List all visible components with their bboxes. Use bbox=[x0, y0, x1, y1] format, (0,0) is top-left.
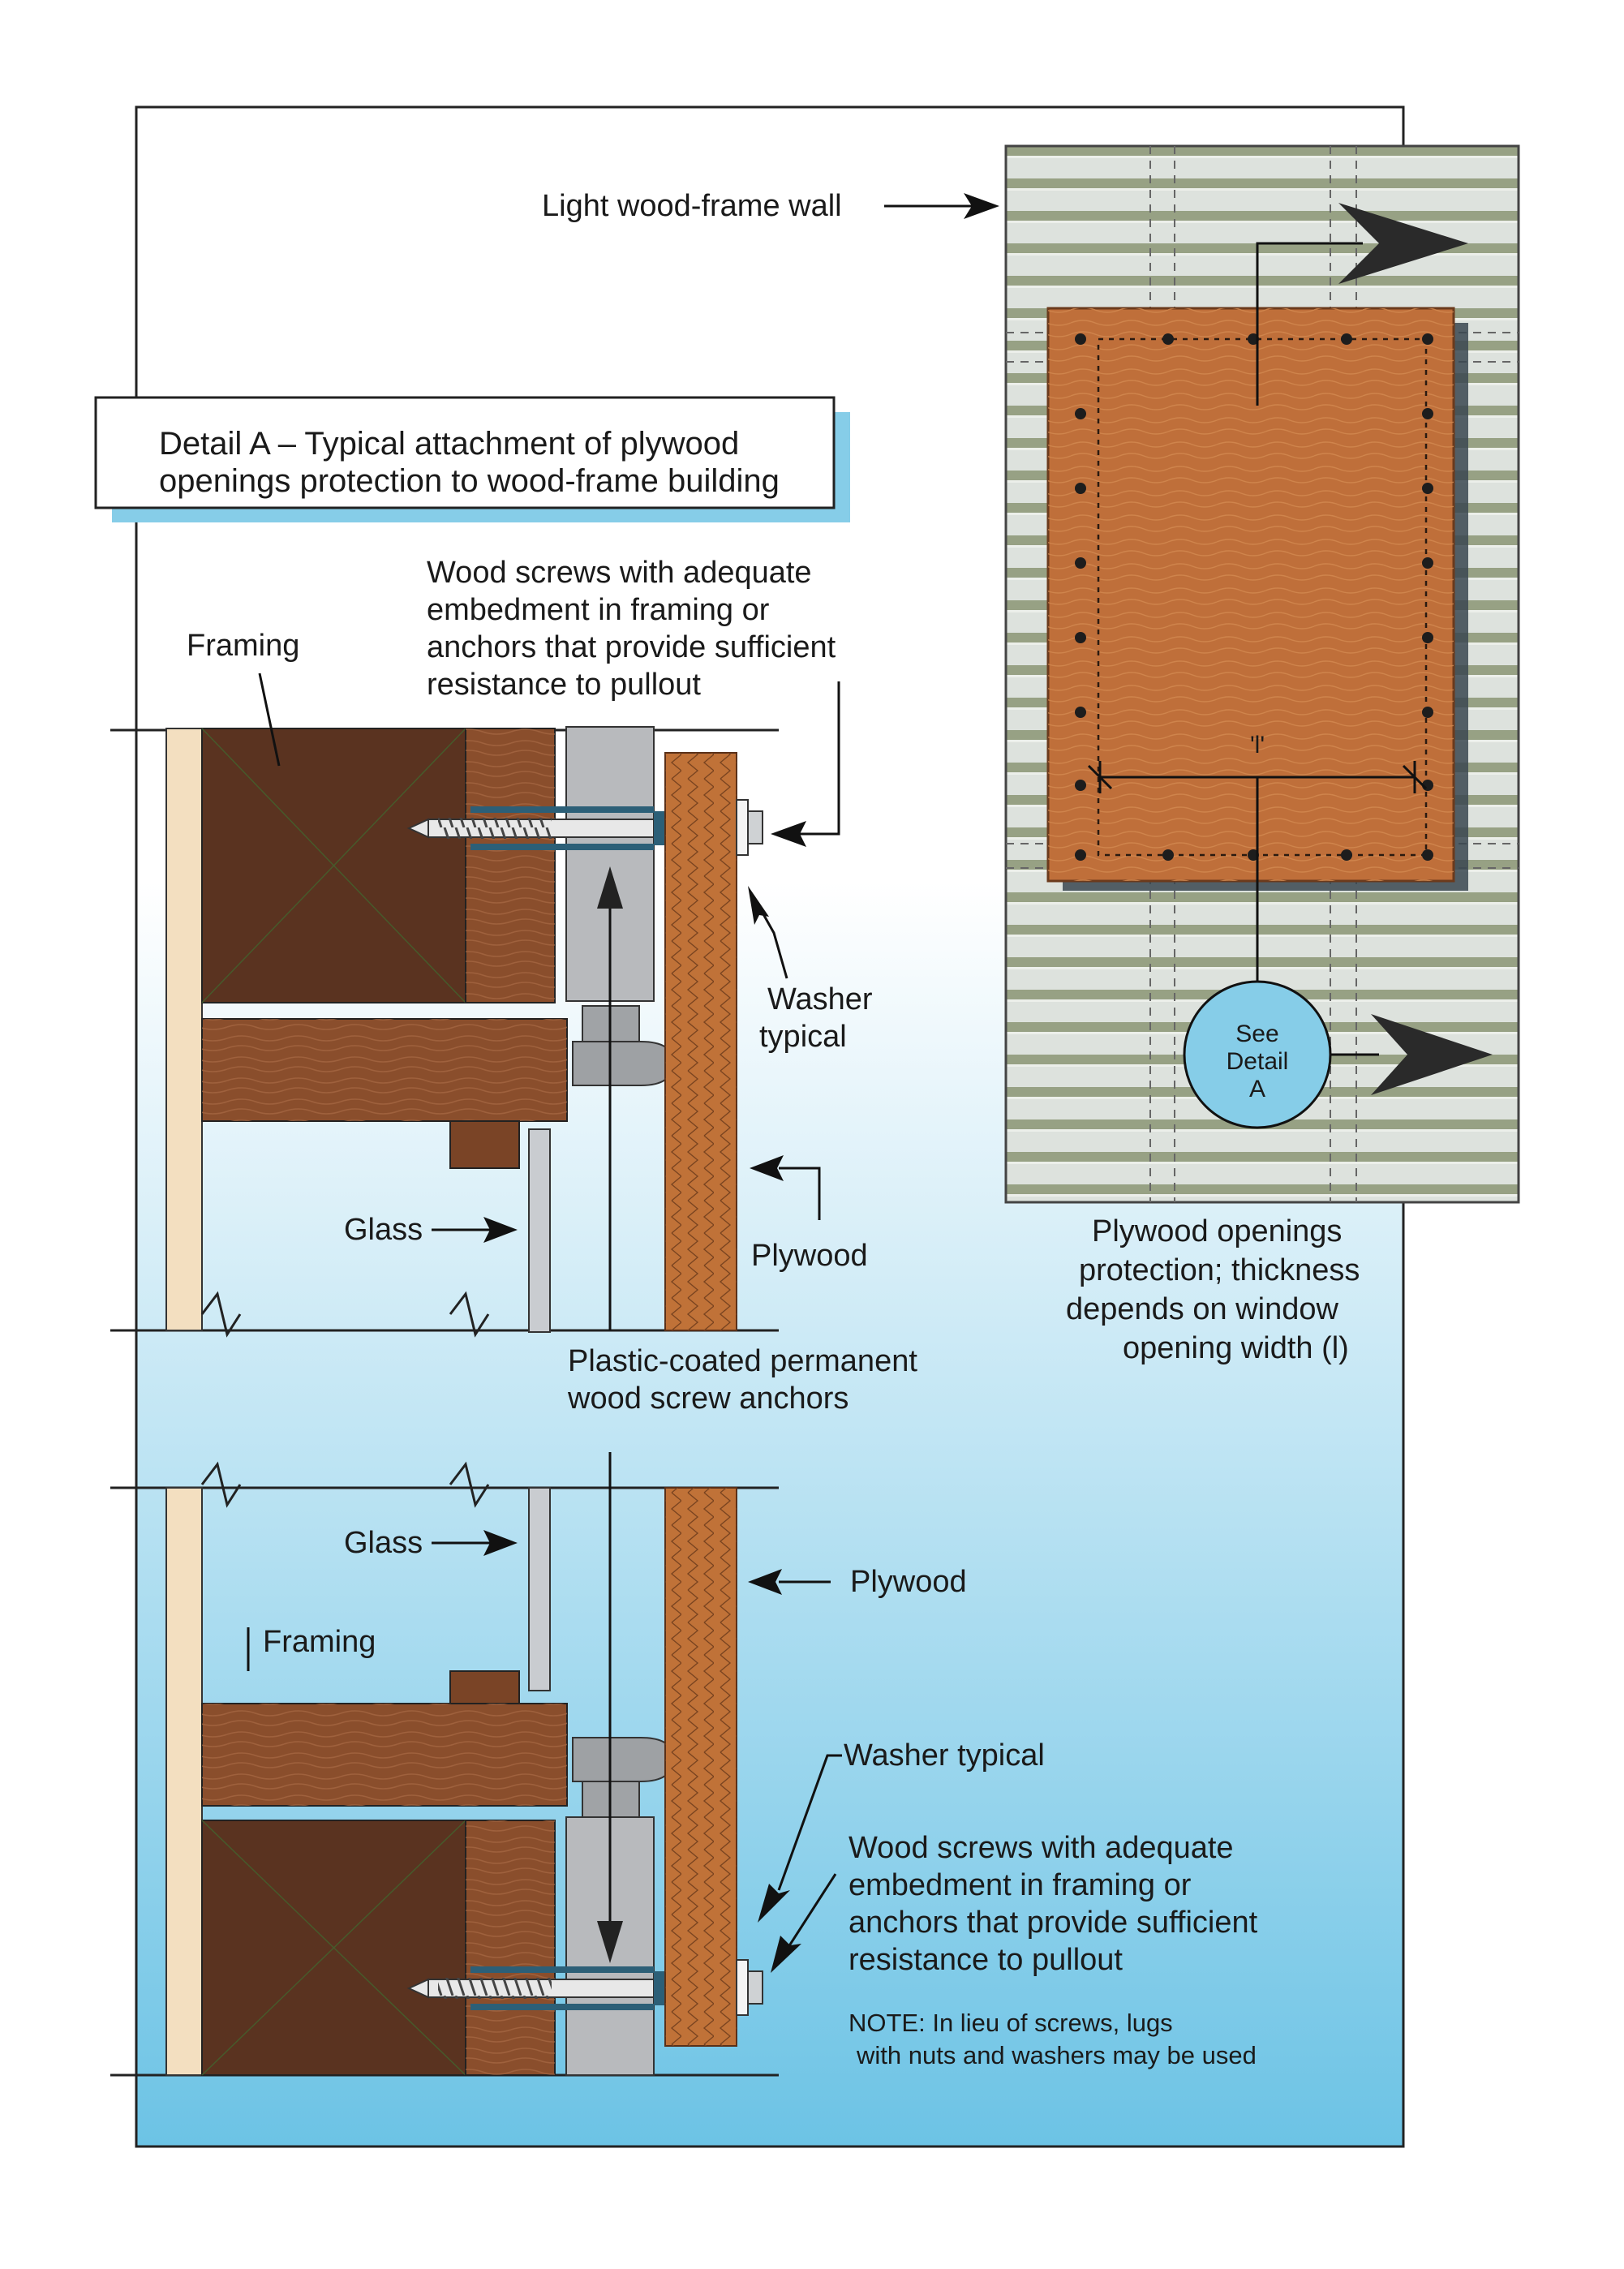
label-protection-4: opening width (l) bbox=[1123, 1331, 1349, 1365]
label-framing-bottom: Framing bbox=[263, 1625, 376, 1659]
detail-box bbox=[94, 396, 836, 509]
label-washer-bottom: Washer typical bbox=[844, 1738, 1045, 1773]
section-top bbox=[110, 726, 779, 1338]
detail-title-line1: Detail A – Typical attachment of plywood bbox=[159, 426, 739, 462]
label-protection-3: depends on window bbox=[1066, 1292, 1338, 1326]
label-screws-bottom-4: resistance to pullout bbox=[849, 1943, 1123, 1977]
label-plywood-bottom: Plywood bbox=[850, 1565, 967, 1599]
label-washer-top-1: Washer bbox=[767, 982, 873, 1016]
section-arrow-top bbox=[1338, 203, 1468, 284]
label-screws-bottom-1: Wood screws with adequate bbox=[849, 1831, 1234, 1865]
label-light-wall: Light wood-frame wall bbox=[542, 189, 842, 223]
detail-title-line2: openings protection to wood-frame buildi… bbox=[159, 463, 780, 499]
anchor-top bbox=[565, 726, 655, 1002]
label-anchors-2: wood screw anchors bbox=[567, 1382, 849, 1416]
label-plywood-top: Plywood bbox=[751, 1239, 868, 1273]
dimension-l-label: 'l' bbox=[1250, 732, 1265, 758]
label-anchors-1: Plastic-coated permanent bbox=[568, 1344, 917, 1378]
interior-wall-top bbox=[165, 728, 203, 1331]
label-protection-1: Plywood openings bbox=[1092, 1214, 1342, 1248]
label-screws-top-2: embedment in framing or bbox=[427, 593, 770, 627]
section-bottom bbox=[110, 1452, 779, 2077]
section-arrow-bottom bbox=[1371, 1014, 1493, 1095]
wall-elevation: 'l' See Detail A bbox=[1004, 144, 1520, 1204]
glass-top bbox=[528, 1128, 551, 1333]
label-glass-top: Glass bbox=[344, 1213, 423, 1247]
label-screws-top-4: resistance to pullout bbox=[427, 668, 701, 702]
washer-top bbox=[736, 799, 749, 856]
see-detail-line3: A bbox=[1249, 1076, 1265, 1102]
washer-bottom bbox=[736, 1959, 749, 2016]
glass-bottom bbox=[528, 1487, 551, 1691]
label-framing-top: Framing bbox=[187, 629, 299, 663]
see-detail-line1: See bbox=[1235, 1021, 1278, 1047]
arrow-light-wall bbox=[964, 193, 999, 219]
label-note-2: with nuts and washers may be used bbox=[856, 2041, 1257, 2069]
label-screws-top-1: Wood screws with adequate bbox=[427, 556, 812, 590]
label-note-1: NOTE: In lieu of screws, lugs bbox=[849, 2009, 1173, 2037]
label-screws-bottom-3: anchors that provide sufficient bbox=[849, 1906, 1258, 1940]
label-washer-top-2: typical bbox=[759, 1020, 847, 1054]
interior-wall-bottom bbox=[165, 1487, 203, 2076]
see-detail-line2: Detail bbox=[1227, 1048, 1289, 1075]
label-screws-bottom-2: embedment in framing or bbox=[849, 1868, 1192, 1902]
label-protection-2: protection; thickness bbox=[1079, 1253, 1360, 1287]
label-glass-bottom: Glass bbox=[344, 1526, 423, 1560]
label-screws-top-3: anchors that provide sufficient bbox=[427, 630, 836, 664]
